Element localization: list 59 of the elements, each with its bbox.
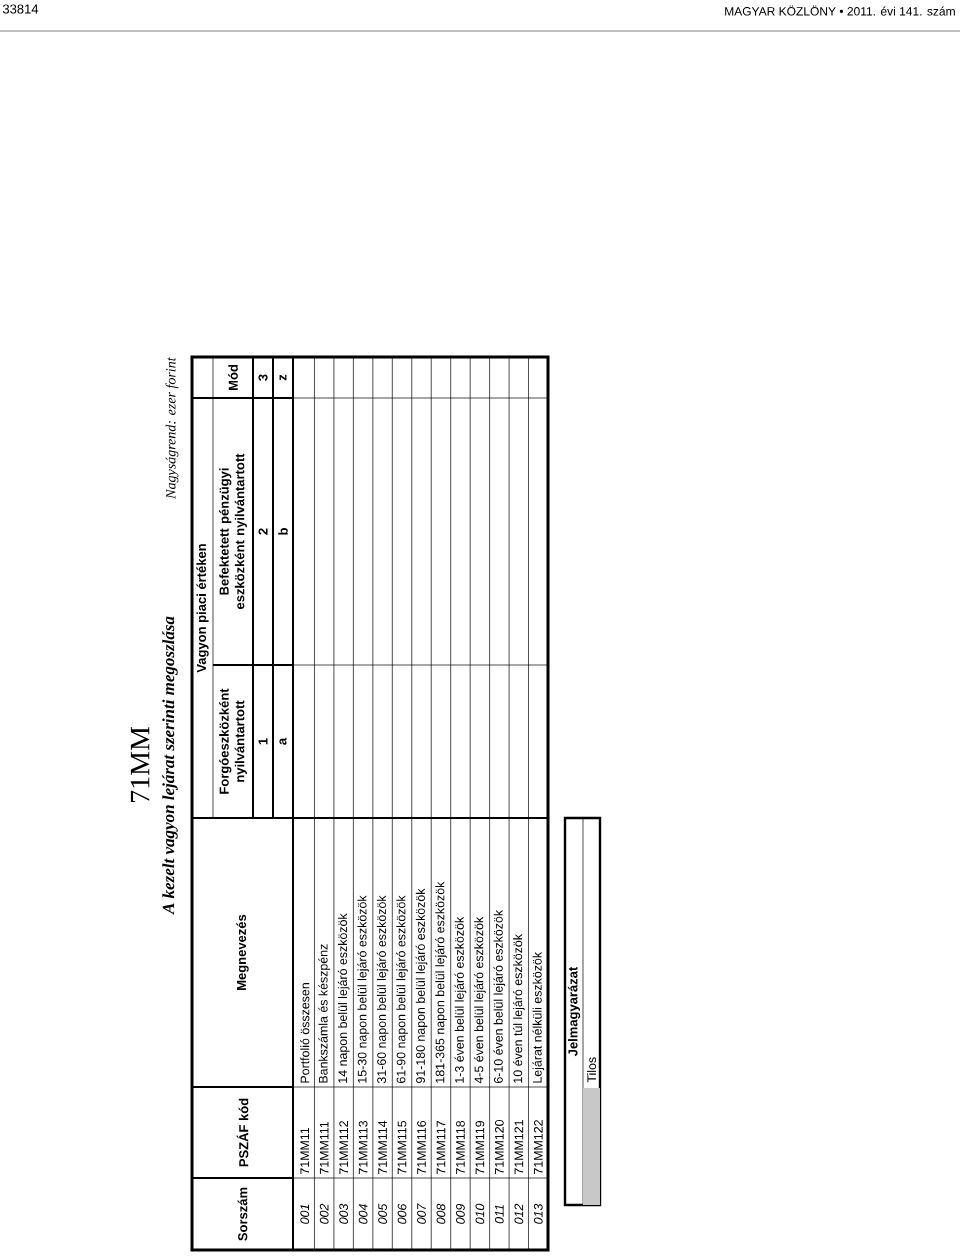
code-text: 71MM112 bbox=[339, 1121, 348, 1174]
header-text: PSZÁF kód bbox=[236, 1098, 249, 1167]
row-number: 012 bbox=[514, 1203, 524, 1224]
unit-note: Nagyságrend: ezer forint bbox=[165, 357, 179, 499]
code-text: 71MM120 bbox=[494, 1119, 504, 1174]
item-text: Bankszámla és készpénz bbox=[318, 944, 331, 1083]
row-number: 001 bbox=[300, 1204, 310, 1224]
title: 71MM bbox=[130, 726, 150, 803]
header-text: Befektetett pénzügyi eszközként nyilvántartott bbox=[219, 453, 247, 609]
row-number: 002 bbox=[319, 1203, 329, 1224]
column-letter: a bbox=[279, 737, 287, 745]
column-letter: b bbox=[278, 528, 288, 535]
subtitle: A kezelt vagyon lejárat szerinti megoszlása bbox=[162, 616, 178, 915]
row-number: 005 bbox=[378, 1203, 387, 1224]
item-text: Lejárat nélküli eszközök bbox=[532, 952, 545, 1083]
item-text: 31-60 napon belül lejáró eszközök bbox=[376, 895, 389, 1084]
column-number: 1 bbox=[258, 738, 268, 745]
running-header: MAGYAR KÖZLÖNY • 2011. évi 141. szám bbox=[725, 5, 955, 16]
header-text: Sorszám bbox=[237, 1187, 248, 1241]
row-number: 013 bbox=[533, 1203, 543, 1224]
item-text: 4-5 éven belül lejáró eszközök bbox=[474, 916, 486, 1084]
item-text: 181-365 napon belül lejáró eszközök bbox=[435, 881, 447, 1083]
page-number: 33814 bbox=[2, 4, 39, 14]
legend-title: Jelmagyarázat bbox=[567, 966, 581, 1057]
code-text: 71MM113 bbox=[358, 1120, 368, 1174]
item-text: 6-10 éven belül lejáró eszközök bbox=[493, 909, 506, 1083]
code-text: 71MM116 bbox=[417, 1120, 426, 1174]
row-number: 010 bbox=[475, 1203, 485, 1224]
row-number: 011 bbox=[494, 1205, 504, 1224]
header-text: Vagyon piaci értéken bbox=[196, 544, 209, 673]
column-number: 3 bbox=[258, 374, 268, 381]
code-text: 71MM111 bbox=[319, 1121, 329, 1174]
code-text: 71MM118 bbox=[456, 1120, 465, 1174]
row-number: 009 bbox=[456, 1203, 465, 1224]
code-text: 71MM115 bbox=[397, 1120, 407, 1174]
legend-text: Tilos bbox=[586, 1057, 597, 1083]
item-text: 91-180 napon belül lejáró eszközök bbox=[415, 888, 428, 1083]
code-text: 71MM11 bbox=[300, 1127, 309, 1174]
row-number: 004 bbox=[358, 1204, 368, 1224]
code-text: 71MM122 bbox=[533, 1120, 543, 1174]
row-number: 006 bbox=[397, 1203, 407, 1224]
item-text: 15-30 napon belül lejáró eszközök bbox=[357, 895, 369, 1083]
header-text: Mód bbox=[228, 365, 238, 390]
row-number: 003 bbox=[339, 1203, 349, 1224]
item-text: Portfolió összesen bbox=[300, 983, 310, 1083]
column-letter: z bbox=[279, 374, 287, 381]
item-text: 1-3 éven belül lejáró eszközök bbox=[454, 916, 467, 1083]
code-text: 71MM121 bbox=[514, 1120, 524, 1174]
row-number: 008 bbox=[436, 1203, 446, 1224]
item-text: 14 napon belül lejáró eszközök bbox=[337, 913, 350, 1083]
header-text: Megnevezés bbox=[236, 914, 249, 990]
item-text: 61-90 napon belül lejáró eszközök bbox=[396, 895, 408, 1083]
code-text: 71MM119 bbox=[475, 1121, 485, 1174]
item-text: 10 éven túl lejáró eszközök bbox=[512, 934, 525, 1083]
code-text: 71MM117 bbox=[436, 1121, 446, 1174]
header-text: Forgóeszközként nyilvántartott bbox=[219, 688, 247, 794]
column-number: 2 bbox=[258, 528, 268, 535]
row-number: 007 bbox=[417, 1203, 426, 1224]
code-text: 71MM114 bbox=[378, 1120, 387, 1174]
